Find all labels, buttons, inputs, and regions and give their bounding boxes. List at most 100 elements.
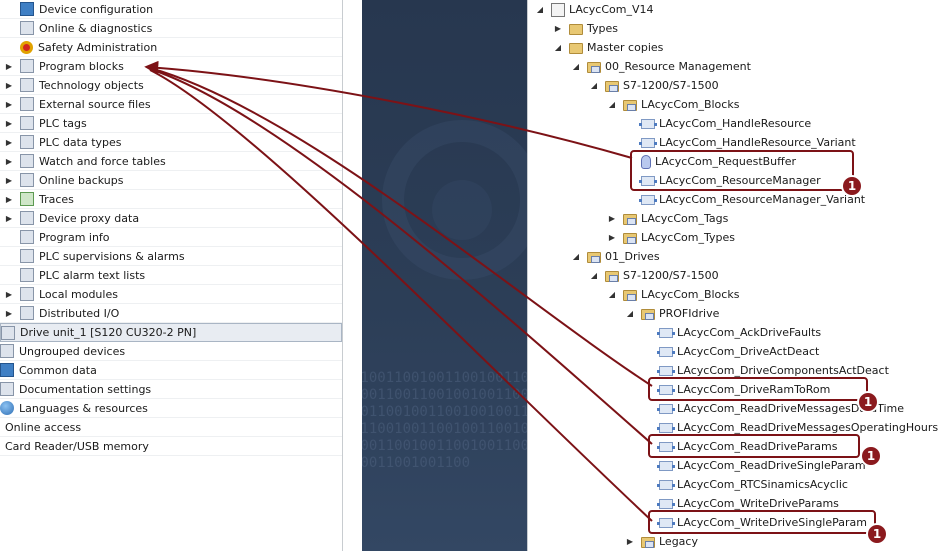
library-tree-item[interactable]: LAcycCom_RTCSinamicsAcyclic — [642, 475, 848, 494]
tree-item-label: Local modules — [39, 287, 118, 301]
tree-item[interactable]: Program info — [0, 228, 342, 247]
tree-item[interactable]: Device configuration — [0, 0, 342, 19]
tree-item-label: Online backups — [39, 173, 124, 187]
library-tree-item[interactable]: LAcycCom_WriteDriveSingleParam — [642, 513, 867, 532]
library-tree-item[interactable]: LAcycCom_WriteDriveParams — [642, 494, 839, 513]
library-tree-item[interactable]: LAcycCom_ReadDriveSingleParam — [642, 456, 866, 475]
tree-item[interactable]: ▶ Local modules — [0, 285, 342, 304]
library-item-label: LAcycCom_DriveComponentsActDeact — [677, 364, 889, 377]
expand-arrow-icon[interactable]: ▶ — [608, 214, 616, 223]
library-tree-item[interactable]: LAcycCom_ReadDriveParams — [642, 437, 838, 456]
library-tree-item[interactable]: ◢S7-1200/S7-1500 — [588, 266, 719, 285]
expand-arrow-icon[interactable]: ▶ — [5, 194, 13, 204]
collapse-arrow-icon[interactable]: ◢ — [608, 100, 616, 109]
library-tree-item[interactable]: ▶LAcycCom_Types — [606, 228, 735, 247]
tree-item[interactable]: Common data — [0, 361, 342, 380]
tree-item[interactable]: Languages & resources — [0, 399, 342, 418]
collapse-arrow-icon[interactable]: ◢ — [554, 43, 562, 52]
master-copies-folder-icon — [569, 42, 583, 54]
library-tree-item[interactable]: ◢LAcycCom_Blocks — [606, 285, 740, 304]
function-block-icon — [657, 498, 675, 509]
tree-item[interactable]: ▶External source files — [0, 95, 342, 114]
tree-item[interactable]: ▶Program blocks — [0, 57, 342, 76]
expand-arrow-icon[interactable]: ▶ — [5, 99, 13, 109]
tree-item[interactable]: ▶Distributed I/O — [0, 304, 342, 323]
tree-item[interactable]: Safety Administration — [0, 38, 342, 57]
library-tree-item[interactable]: LAcycCom_ResourceManager_Variant — [624, 190, 865, 209]
collapse-arrow-icon[interactable]: ◢ — [608, 290, 616, 299]
highlight-drive-ram-to-rom — [648, 377, 868, 401]
expand-arrow-icon[interactable]: ▶ — [626, 537, 634, 546]
library-tree-pane: ◢LAcycCom_V14▶Types◢Master copies◢00_Res… — [527, 0, 942, 551]
tree-item[interactable]: Online access — [0, 418, 342, 437]
library-tree-item[interactable]: ◢01_Drives — [570, 247, 660, 266]
tree-item[interactable]: Drive unit_1 [S120 CU320-2 PN] — [0, 323, 342, 342]
tree-item[interactable]: Card Reader/USB memory — [0, 437, 342, 456]
folder-icon — [605, 270, 619, 282]
function-block-icon — [657, 479, 675, 490]
library-tree-item[interactable]: ▶LAcycCom_Tags — [606, 209, 728, 228]
tree-item[interactable]: PLC supervisions & alarms — [0, 247, 342, 266]
tree-item[interactable]: ▶Device proxy data — [0, 209, 342, 228]
tree-item[interactable]: ▶Traces — [0, 190, 342, 209]
alarm-text-icon — [20, 268, 34, 282]
library-tree-item[interactable]: ◢Master copies — [552, 38, 663, 57]
folder-icon — [605, 80, 619, 92]
expand-arrow-icon[interactable]: ▶ — [5, 175, 13, 185]
expand-arrow-icon[interactable]: ▶ — [554, 24, 562, 33]
folder-icon — [587, 251, 601, 263]
collapse-arrow-icon[interactable]: ◢ — [536, 5, 544, 14]
library-tree-item[interactable]: LAcycCom_HandleResource — [624, 114, 811, 133]
highlight-write-drive-single-param — [648, 510, 876, 534]
callout-badge: 1 — [857, 391, 879, 413]
tree-item-label: Watch and force tables — [39, 154, 166, 168]
library-tree-item[interactable]: LAcycCom_DriveActDeact — [642, 342, 819, 361]
library-tree-item[interactable]: ◢ LAcycCom_V14 — [534, 0, 653, 19]
tree-item[interactable]: Ungrouped devices — [0, 342, 342, 361]
expand-arrow-icon[interactable]: ▶ — [5, 80, 13, 90]
expand-arrow-icon[interactable]: ▶ — [5, 213, 13, 223]
library-tree-item[interactable]: ◢ 00_Resource Management — [570, 57, 751, 76]
library-tree-item[interactable]: ◢S7-1200/S7-1500 — [588, 76, 719, 95]
tree-item[interactable]: ▶PLC data types — [0, 133, 342, 152]
collapse-arrow-icon[interactable]: ◢ — [572, 62, 580, 71]
expand-arrow-icon[interactable]: ▶ — [5, 156, 13, 166]
library-tree-item[interactable]: LAcycCom_DriveComponentsActDeact — [642, 361, 889, 380]
library-tree-item[interactable]: LAcycCom_DriveRamToRom — [642, 380, 830, 399]
expand-arrow-icon[interactable]: ▶ — [5, 289, 13, 299]
expand-arrow-icon[interactable]: ▶ — [5, 61, 13, 71]
library-tree-item[interactable]: LAcycCom_ReadDriveMessagesOperatingHours — [642, 418, 938, 437]
expand-arrow-icon[interactable]: ▶ — [5, 137, 13, 147]
library-tree-item[interactable]: LAcycCom_ReadDriveMessagesDataTime — [642, 399, 904, 418]
collapse-arrow-icon[interactable]: ◢ — [590, 271, 598, 280]
library-tree-item[interactable]: ▶ Legacy — [624, 532, 698, 551]
tree-item[interactable]: PLC alarm text lists — [0, 266, 342, 285]
library-tree-item[interactable]: ◢LAcycCom_Blocks — [606, 95, 740, 114]
tree-item[interactable]: ▶PLC tags — [0, 114, 342, 133]
folder-icon — [623, 289, 637, 301]
function-block-icon — [657, 422, 675, 433]
highlight-resource-blocks — [630, 150, 854, 191]
tree-item-label: Documentation settings — [19, 382, 152, 396]
plc-data-types-icon — [20, 135, 34, 149]
expand-arrow-icon[interactable]: ▶ — [5, 118, 13, 128]
collapse-arrow-icon[interactable]: ◢ — [590, 81, 598, 90]
folder-icon — [641, 536, 655, 548]
tree-item[interactable]: ▶Technology objects — [0, 76, 342, 95]
pane-divider[interactable] — [342, 0, 343, 551]
tree-item[interactable]: Documentation settings — [0, 380, 342, 399]
tree-item[interactable]: Online & diagnostics — [0, 19, 342, 38]
expand-arrow-icon[interactable]: ▶ — [608, 233, 616, 242]
online-backups-icon — [20, 173, 34, 187]
expand-arrow-icon[interactable]: ▶ — [5, 308, 13, 318]
collapse-arrow-icon[interactable]: ◢ — [626, 309, 634, 318]
library-item-label: LAcycCom_V14 — [569, 3, 654, 16]
tree-item[interactable]: ▶ Online backups — [0, 171, 342, 190]
library-tree-item[interactable]: LAcycCom_AckDriveFaults — [642, 323, 821, 342]
collapse-arrow-icon[interactable]: ◢ — [572, 252, 580, 261]
tree-item[interactable]: ▶ Watch and force tables — [0, 152, 342, 171]
library-tree-item[interactable]: ◢PROFIdrive — [624, 304, 719, 323]
library-item-label: Legacy — [659, 535, 698, 548]
library-tree-item[interactable]: ▶Types — [552, 19, 618, 38]
library-item-label: 00_Resource Management — [605, 60, 751, 73]
